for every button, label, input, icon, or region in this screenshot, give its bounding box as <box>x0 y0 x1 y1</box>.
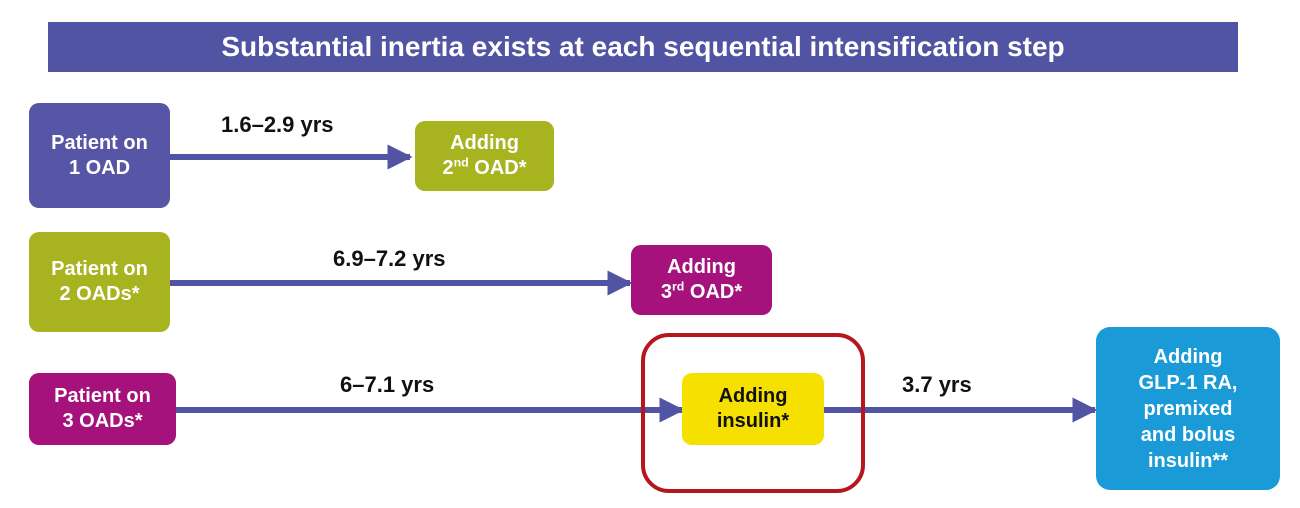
patient-1-oad-line1: Patient on <box>51 131 148 154</box>
patient-3-oads-box: Patient on 3 OADs* <box>29 373 176 445</box>
adding-glp1-line5: insulin** <box>1147 449 1228 472</box>
patient-1-oad-box: Patient on 1 OAD <box>29 103 170 208</box>
patient-1-oad-line2: 1 OAD <box>68 156 131 179</box>
adding-2nd-oad-line2: 2nd OAD* <box>442 155 527 179</box>
duration-row1: 1.6–2.9 yrs <box>221 112 334 137</box>
adding-3rd-oad-box: Adding 3rd OAD* <box>631 245 772 315</box>
adding-insulin-line2: insulin* <box>716 410 790 432</box>
page-title: Substantial inertia exists at each seque… <box>221 31 1065 62</box>
insulin-highlight-frame <box>641 333 865 493</box>
patient-3-oads-line2: 3 OADs* <box>62 410 143 432</box>
duration-row3-second: 3.7 yrs <box>902 372 972 397</box>
adding-glp1-line3: premixed <box>1143 397 1233 420</box>
patient-3-oads-line1: Patient on <box>54 385 151 407</box>
adding-3rd-oad-line1: Adding <box>667 256 736 278</box>
title-banner: Substantial inertia exists at each seque… <box>48 22 1238 72</box>
adding-glp1-line1: Adding <box>1153 345 1223 368</box>
adding-insulin-box: Adding insulin* <box>682 373 824 445</box>
patient-2-oads-box: Patient on 2 OADs* <box>29 232 170 332</box>
adding-glp1-box: Adding GLP-1 RA, premixed and bolus insu… <box>1096 327 1280 490</box>
adding-glp1-line2: GLP-1 RA, <box>1138 371 1238 394</box>
duration-row2: 6.9–7.2 yrs <box>333 246 446 271</box>
adding-glp1-line4: and bolus <box>1140 423 1236 446</box>
patient-2-oads-line2: 2 OADs* <box>59 283 140 305</box>
adding-3rd-oad-line2: 3rd OAD* <box>660 279 743 303</box>
adding-2nd-oad-line1: Adding <box>450 132 519 154</box>
adding-insulin-line1: Adding <box>718 385 788 407</box>
adding-2nd-oad-box: Adding 2nd OAD* <box>415 121 554 191</box>
patient-2-oads-line1: Patient on <box>51 258 148 280</box>
duration-row3-first: 6–7.1 yrs <box>340 372 435 397</box>
